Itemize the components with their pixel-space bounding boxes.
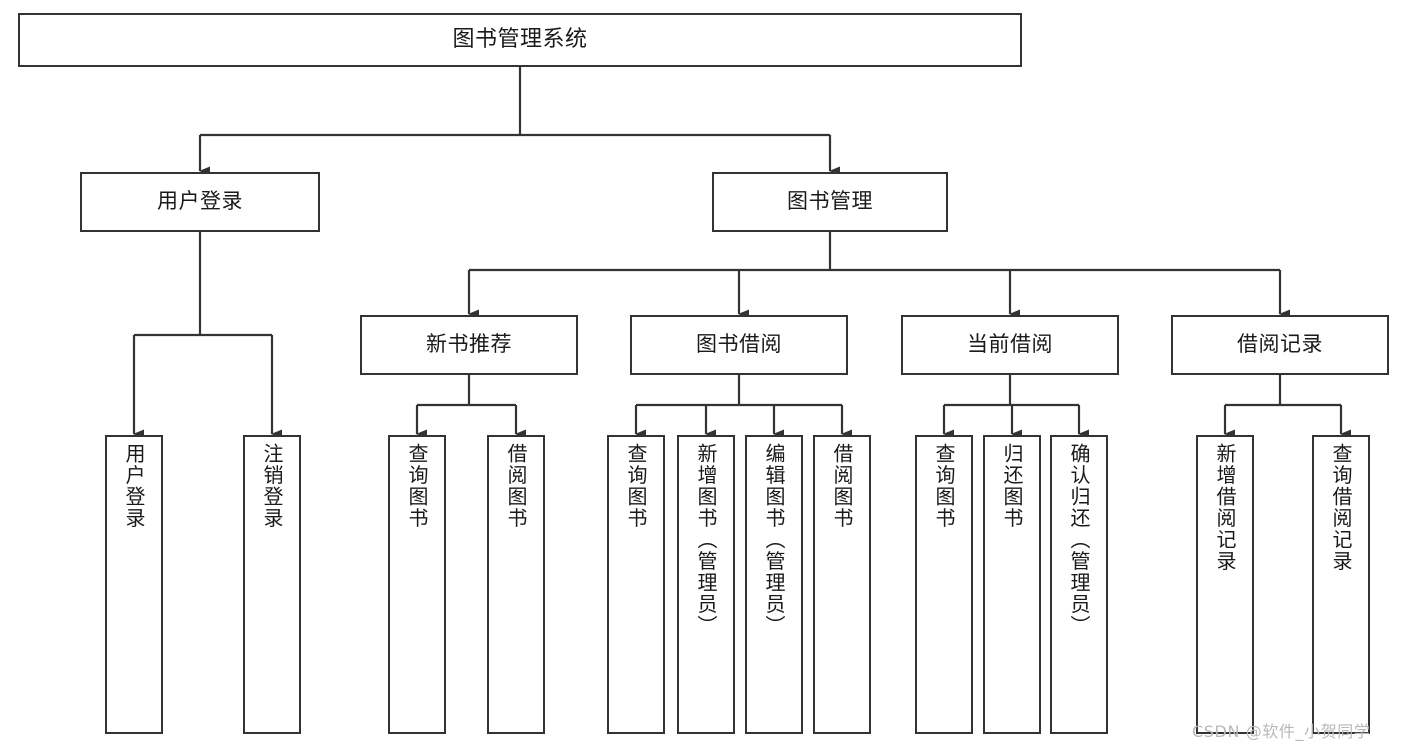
- node-label: 图书管理: [787, 189, 873, 214]
- node-root[interactable]: 图书管理系统: [18, 13, 1022, 67]
- node-label: 归还图书: [1000, 443, 1024, 529]
- node-leaf-bb-query[interactable]: 查询图书: [607, 435, 665, 734]
- node-label: 借阅图书: [830, 443, 854, 529]
- node-user-login[interactable]: 用户登录: [80, 172, 320, 232]
- node-label: 用户登录: [157, 189, 243, 214]
- node-label: 新增借阅记录: [1213, 443, 1237, 572]
- node-label: 借阅图书: [504, 443, 528, 529]
- node-book-borrow[interactable]: 图书借阅: [630, 315, 848, 375]
- node-leaf-br-query[interactable]: 查询借阅记录: [1312, 435, 1370, 734]
- node-label: 查询图书: [624, 443, 648, 529]
- node-label: 查询图书: [932, 443, 956, 529]
- node-leaf-bb-add[interactable]: 新增图书（管理员）: [677, 435, 735, 734]
- node-label: 查询图书: [405, 443, 429, 529]
- node-label: 新书推荐: [426, 332, 512, 357]
- node-leaf-cb-return[interactable]: 归还图书: [983, 435, 1041, 734]
- node-borrow-record[interactable]: 借阅记录: [1171, 315, 1389, 375]
- node-book-manage[interactable]: 图书管理: [712, 172, 948, 232]
- node-current-borrow[interactable]: 当前借阅: [901, 315, 1119, 375]
- node-new-book-rec[interactable]: 新书推荐: [360, 315, 578, 375]
- node-leaf-cb-query[interactable]: 查询图书: [915, 435, 973, 734]
- node-label: 图书管理系统: [452, 26, 588, 52]
- node-leaf-bb-borrow[interactable]: 借阅图书: [813, 435, 871, 734]
- node-leaf-rec-borrow[interactable]: 借阅图书: [487, 435, 545, 734]
- node-leaf-user-login[interactable]: 用户登录: [105, 435, 163, 734]
- node-label: 借阅记录: [1237, 332, 1323, 357]
- connector-lines: [132, 67, 1351, 439]
- node-label: 编辑图书（管理员）: [762, 443, 786, 637]
- node-label: 查询借阅记录: [1329, 443, 1353, 572]
- node-leaf-br-add[interactable]: 新增借阅记录: [1196, 435, 1254, 734]
- node-label: 注销登录: [260, 443, 284, 529]
- node-leaf-rec-query[interactable]: 查询图书: [388, 435, 446, 734]
- node-leaf-cb-confirm[interactable]: 确认归还（管理员）: [1050, 435, 1108, 734]
- node-label: 当前借阅: [967, 332, 1053, 357]
- node-leaf-logout[interactable]: 注销登录: [243, 435, 301, 734]
- node-label: 用户登录: [122, 443, 146, 529]
- node-label: 新增图书（管理员）: [694, 443, 718, 637]
- node-label: 确认归还（管理员）: [1067, 443, 1091, 637]
- node-leaf-bb-edit[interactable]: 编辑图书（管理员）: [745, 435, 803, 734]
- node-label: 图书借阅: [696, 332, 782, 357]
